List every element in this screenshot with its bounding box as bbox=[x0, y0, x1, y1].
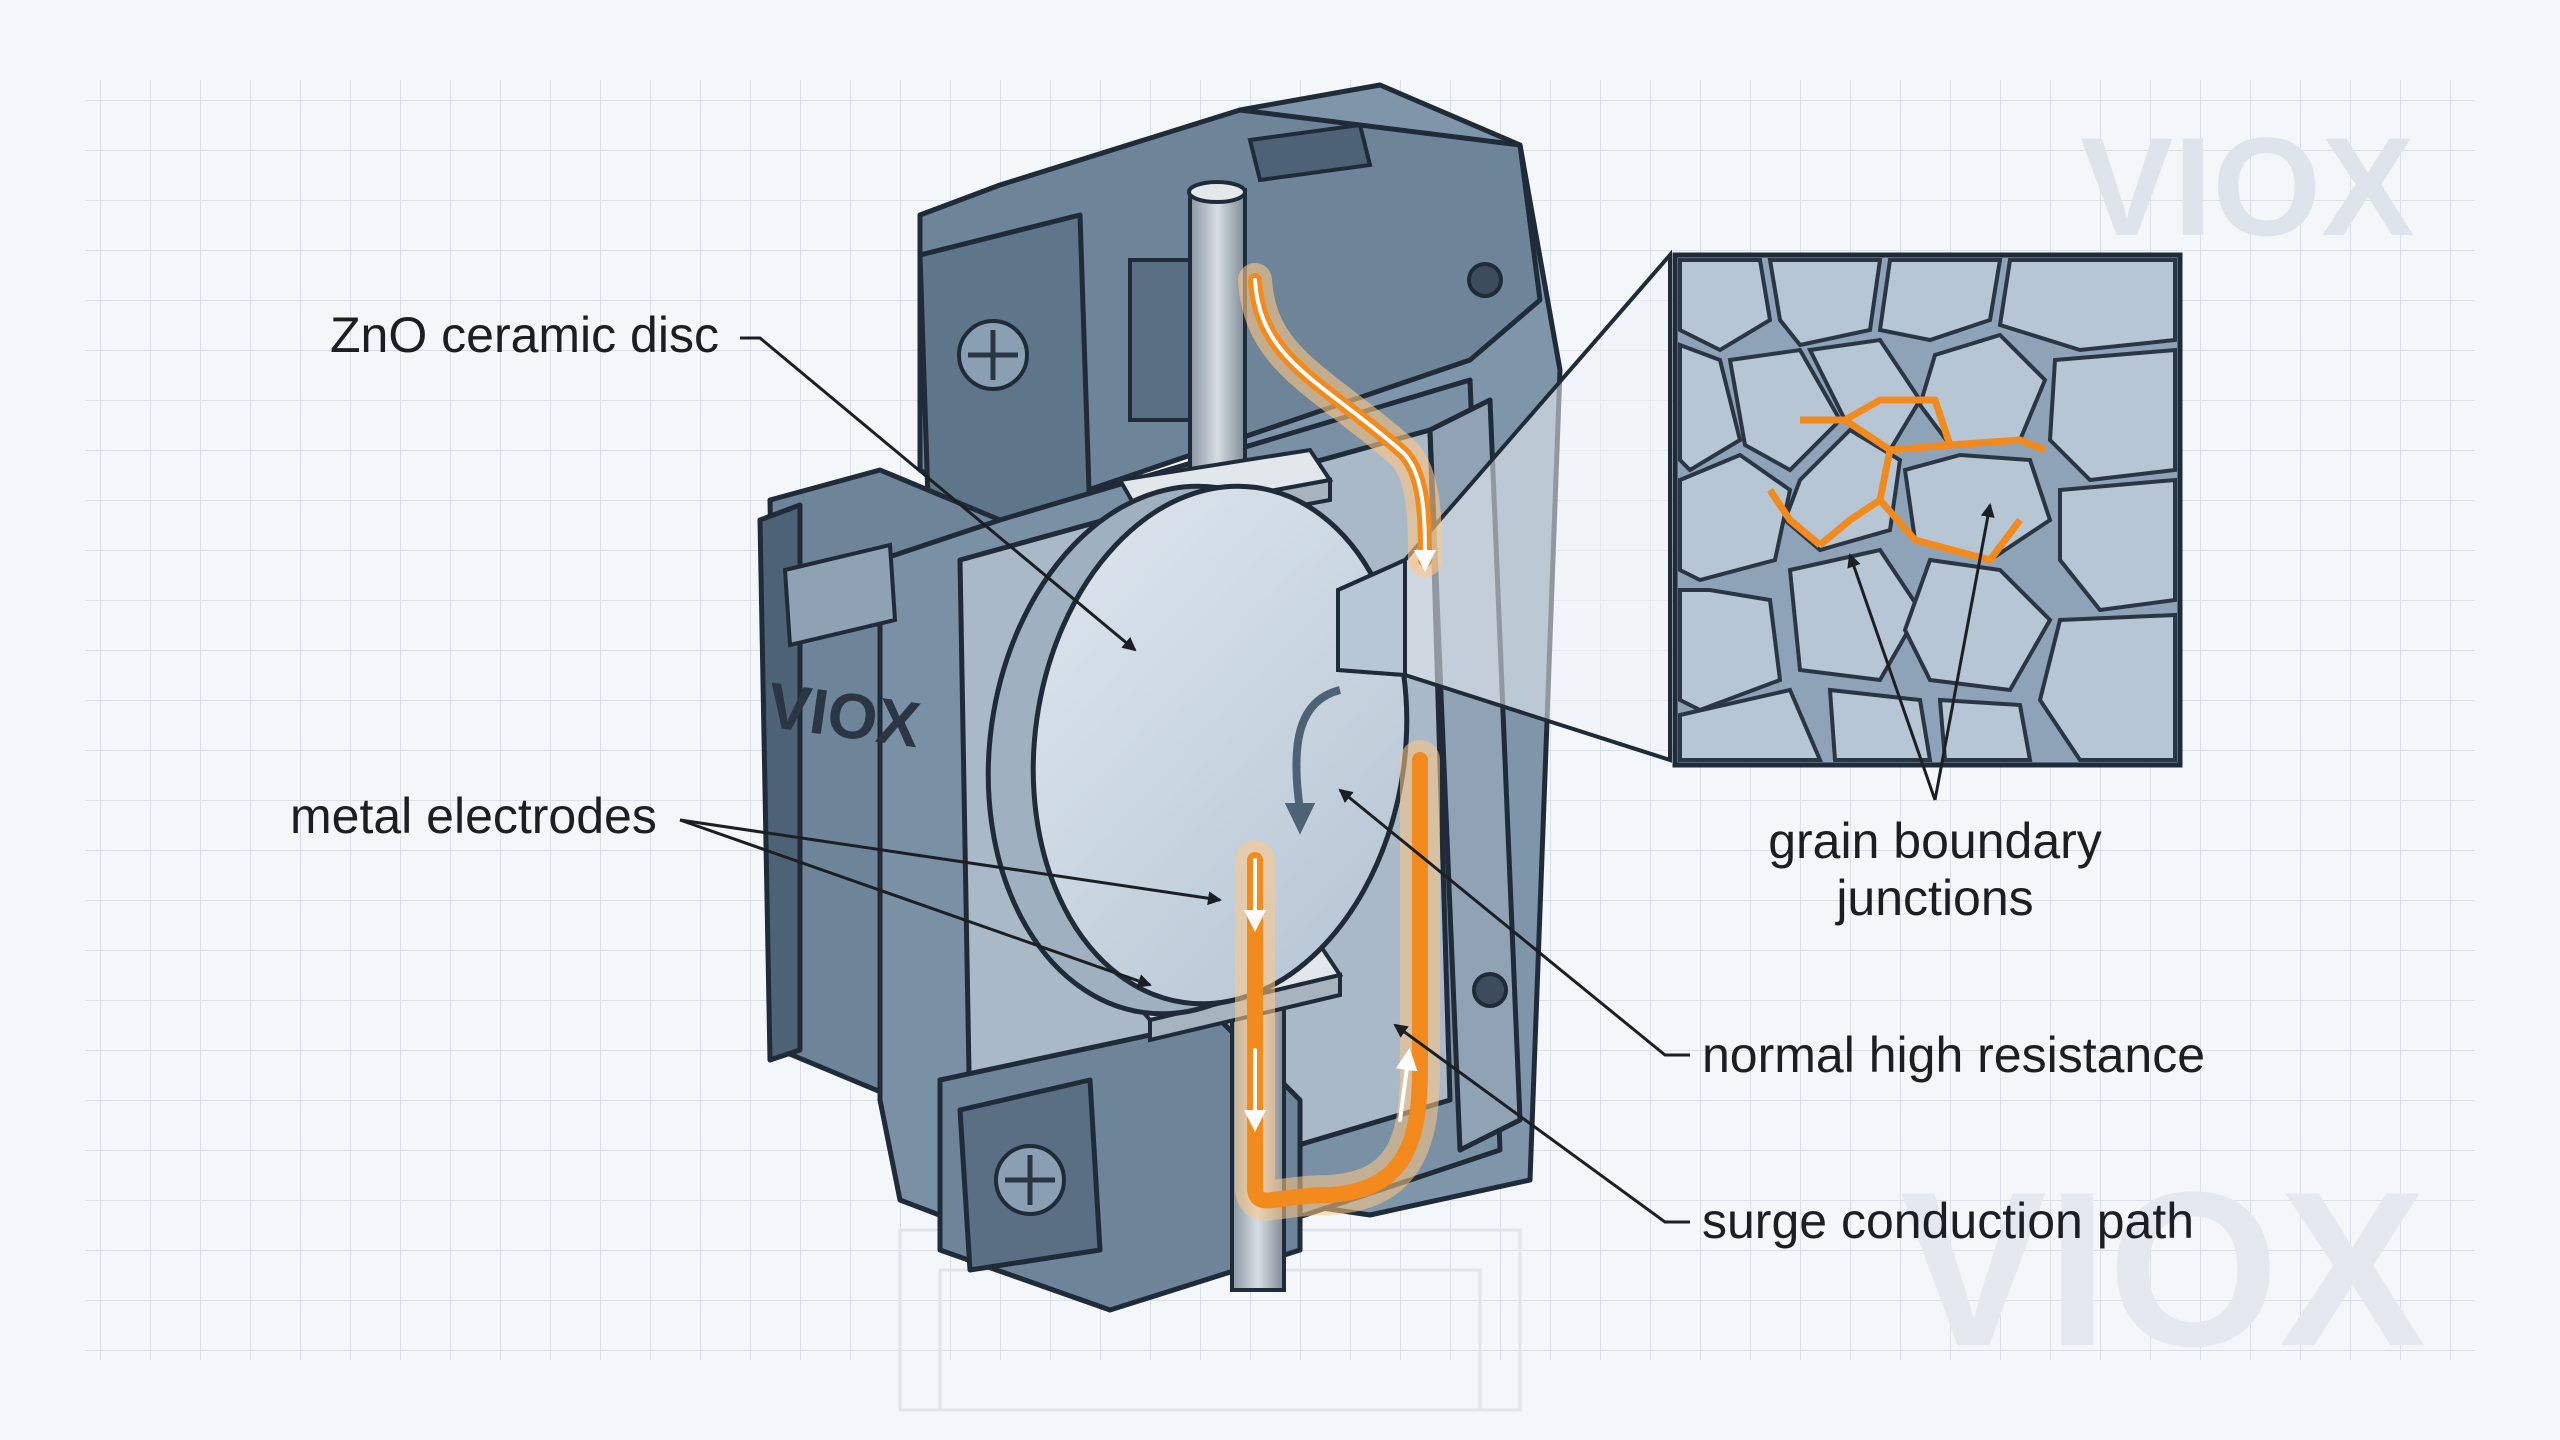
label-zno-disc-text: ZnO ceramic disc bbox=[330, 307, 719, 363]
label-normal-resistance-text: normal high resistance bbox=[1702, 1027, 2205, 1083]
label-normal-resistance: normal high resistance bbox=[1338, 788, 2205, 1083]
screw-icon bbox=[957, 262, 1508, 1216]
label-surge-path: surge conduction path bbox=[1393, 1023, 2194, 1249]
leader-electrode-upper bbox=[679, 818, 1222, 906]
normal-resistance-arrow bbox=[1284, 686, 1342, 835]
label-metal-electrodes: metal electrodes bbox=[290, 788, 1222, 988]
zoom-connector bbox=[1336, 249, 1672, 763]
leader-normal-resistance bbox=[1338, 788, 1690, 1057]
label-grain-boundary-line1: grain boundary bbox=[1768, 813, 2102, 869]
label-zno-disc: ZnO ceramic disc bbox=[330, 307, 1137, 652]
leader-zno-disc bbox=[740, 336, 1137, 652]
leader-grain-right bbox=[1933, 503, 1995, 801]
leader-grain-left bbox=[1847, 553, 1937, 801]
label-surge-path-text: surge conduction path bbox=[1702, 1193, 2194, 1249]
label-metal-electrodes-text: metal electrodes bbox=[290, 788, 657, 844]
label-grain-boundary: grain boundary junctions bbox=[1768, 503, 2102, 926]
label-grain-boundary-line2: junctions bbox=[1834, 870, 2033, 926]
surge-conduction-path bbox=[1235, 263, 1442, 1221]
watermark-top: VIOX bbox=[2080, 108, 2415, 265]
grain-inset bbox=[1672, 252, 2183, 768]
zno-ceramic-disc bbox=[985, 483, 1410, 1017]
leader-electrode-lower bbox=[679, 818, 1152, 988]
watermark-bottom: VIOX bbox=[1900, 1146, 2426, 1392]
leader-surge-path bbox=[1393, 1023, 1690, 1224]
